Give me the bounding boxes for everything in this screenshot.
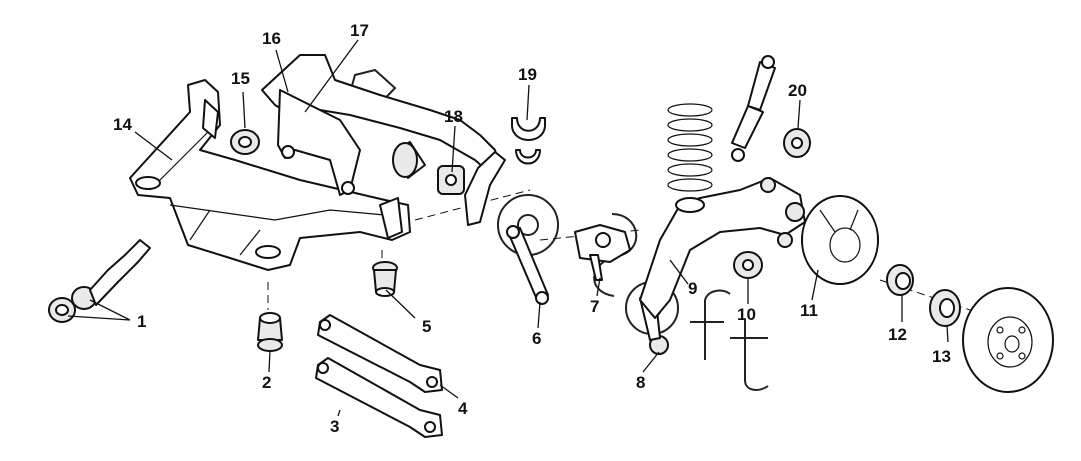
callout-10: 10	[737, 305, 756, 324]
callout-labels: 1 2 3 4 5 6 7 8 9 10 11 12 13 14 15 16 1…	[113, 21, 951, 436]
part-coil-spring	[667, 103, 713, 192]
callout-16: 16	[262, 29, 281, 48]
callout-19: 19	[518, 65, 537, 84]
part-wheel-bearing	[886, 264, 914, 296]
callout-15: 15	[231, 69, 250, 88]
callout-12: 12	[888, 325, 907, 344]
callout-7: 7	[590, 297, 599, 316]
part-bushing-2	[257, 312, 283, 352]
callout-18: 18	[444, 107, 463, 126]
callout-4: 4	[458, 399, 468, 418]
callout-2: 2	[262, 373, 271, 392]
callout-17: 17	[350, 21, 369, 40]
part-bushing-15	[230, 129, 260, 155]
part-stabilizer-bar	[261, 54, 501, 196]
callout-5: 5	[422, 317, 431, 336]
callout-6: 6	[532, 329, 541, 348]
part-clamp-bracket	[511, 117, 546, 165]
part-bracket-7	[574, 224, 631, 281]
callout-14: 14	[113, 115, 132, 134]
part-trailing-arm	[48, 239, 151, 323]
part-lower-control-arm	[639, 177, 806, 319]
callout-3: 3	[330, 417, 339, 436]
part-lower-link	[315, 357, 443, 438]
callout-8: 8	[636, 373, 645, 392]
part-bushing-5	[372, 261, 398, 297]
callout-13: 13	[932, 347, 951, 366]
part-dust-shield	[801, 195, 879, 285]
part-bushing-20	[783, 128, 811, 158]
callout-11: 11	[800, 301, 818, 320]
part-brake-disc	[962, 287, 1054, 393]
callout-1: 1	[137, 312, 146, 331]
callout-9: 9	[688, 279, 697, 298]
part-upper-link	[317, 314, 443, 393]
part-shock-absorber	[731, 55, 776, 162]
part-subframe	[129, 79, 411, 271]
part-stabilizer-link	[506, 225, 549, 305]
part-wheel-hub	[929, 289, 961, 327]
callout-leader-lines	[67, 39, 949, 417]
callout-20: 20	[788, 81, 807, 100]
part-stabilizer-bushing	[437, 151, 506, 226]
part-bushing-10	[733, 251, 763, 279]
